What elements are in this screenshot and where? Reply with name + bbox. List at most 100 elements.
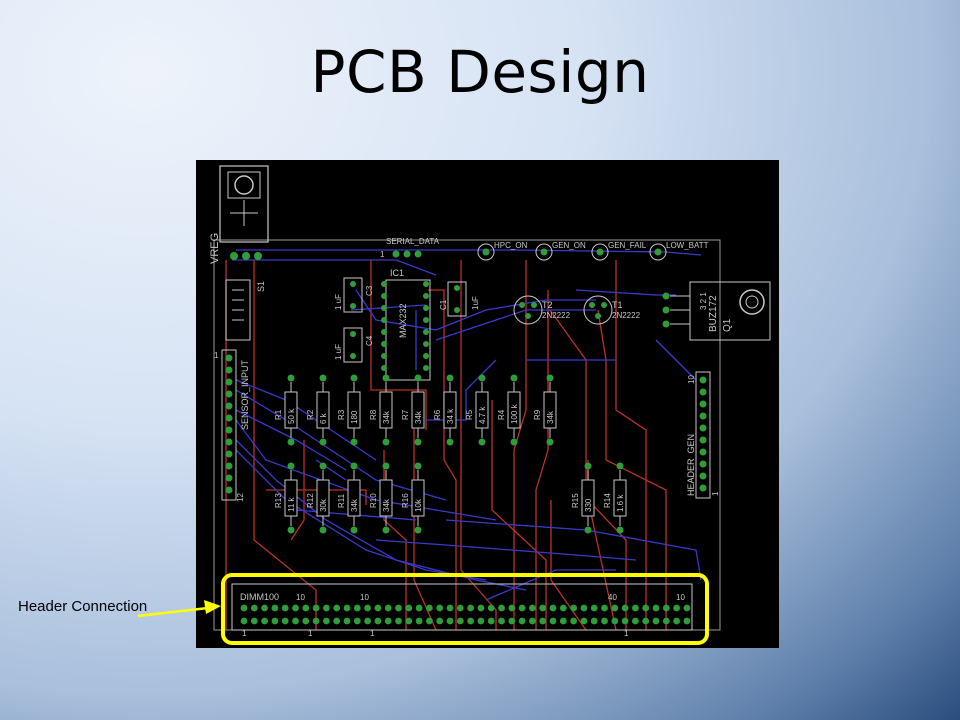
resistor-value: 34 k	[446, 408, 455, 424]
dimm-pin	[446, 604, 454, 612]
bottom-traces	[225, 260, 667, 631]
dimm-pin	[559, 604, 567, 612]
dimm-pin	[261, 617, 268, 625]
dimm-pin	[580, 617, 588, 625]
dimm-pin	[281, 604, 289, 612]
dimm-pin	[323, 604, 330, 612]
svg-text:2N2222: 2N2222	[612, 311, 641, 320]
dimm-pin	[642, 604, 650, 612]
svg-text:1: 1	[370, 629, 375, 638]
dimm-pin	[415, 604, 423, 612]
resistor-r14: 1.6 k R14	[603, 462, 627, 534]
dimm-pin	[611, 604, 619, 612]
svg-text:MAX232: MAX232	[398, 303, 408, 338]
dimm-pin	[662, 617, 670, 625]
dimm-pin	[446, 617, 454, 625]
resistor-value: 34k	[414, 410, 423, 424]
resistor-r1: 50 kR1	[274, 374, 298, 446]
resistor-value: 100 k	[510, 403, 519, 424]
svg-text:10: 10	[360, 593, 369, 602]
resistor-name: R3	[337, 409, 346, 420]
svg-text:C4: C4	[365, 335, 374, 346]
header-highlight-box	[221, 573, 709, 645]
dimm-pin	[384, 604, 392, 612]
svg-text:HPC_ON: HPC_ON	[494, 241, 528, 250]
svg-text:3 2 1: 3 2 1	[699, 292, 708, 310]
svg-text:2N2222: 2N2222	[542, 311, 571, 320]
dimm-pin	[343, 604, 351, 612]
dimm-pin	[323, 617, 330, 625]
svg-text:40: 40	[608, 593, 617, 602]
svg-text:DIMM100: DIMM100	[240, 592, 279, 602]
dimm-pin	[518, 617, 526, 625]
dimm-pin	[302, 617, 310, 625]
dimm-pin	[580, 604, 588, 612]
svg-text:C3: C3	[365, 285, 374, 296]
resistor-name: R12	[306, 493, 315, 508]
dimm-pin	[570, 617, 577, 625]
dimm-pin	[498, 604, 505, 612]
svg-text:1 uF: 1 uF	[334, 344, 343, 360]
s1-switch: S1	[225, 279, 266, 341]
resistor-value: 1.6 k	[616, 494, 625, 512]
resistor-name: R4	[497, 409, 506, 420]
dimm-pin	[539, 604, 547, 612]
resistor-name: R14	[603, 493, 612, 508]
dimm-pin	[426, 617, 433, 625]
svg-text:1: 1	[380, 250, 385, 259]
dimm-pin	[539, 617, 547, 625]
resistor-value: 34k	[382, 498, 391, 512]
svg-text:T2: T2	[542, 300, 553, 310]
dimm-pin	[415, 617, 423, 625]
dimm-pin	[364, 617, 371, 625]
resistor-value: 34k	[546, 410, 555, 424]
dimm-pin	[662, 604, 670, 612]
dimm100-connector: DIMM100 10 10 40 10 1 1 1 1	[231, 583, 693, 638]
pcb-layout: VREG S1 SENSOR_INPUT 1 12 SERIAL_DATA	[209, 165, 771, 645]
dimm-pin	[353, 604, 361, 612]
header-gen: HEADER_GEN 10 1	[686, 371, 720, 499]
resistor-value: 30k	[319, 498, 328, 512]
capacitor-c1: C1 1uF	[439, 281, 480, 317]
resistor-value: 11 k	[287, 496, 296, 512]
dimm-pin	[621, 617, 629, 625]
dimm-pin	[271, 604, 279, 612]
svg-text:GEN_ON: GEN_ON	[552, 241, 586, 250]
svg-text:T1: T1	[612, 300, 623, 310]
dimm-pin	[590, 604, 598, 612]
top-traces	[232, 249, 702, 601]
svg-text:HEADER_GEN: HEADER_GEN	[686, 434, 696, 496]
dimm-pin	[673, 617, 680, 625]
svg-text:C1: C1	[439, 299, 448, 310]
svg-text:1 uF: 1 uF	[334, 294, 343, 310]
dimm-pin	[611, 617, 619, 625]
dimm-pin	[487, 617, 495, 625]
svg-text:10: 10	[676, 593, 685, 602]
dimm-pin	[364, 604, 371, 612]
svg-text:Q1: Q1	[722, 318, 733, 332]
svg-text:1: 1	[242, 629, 247, 638]
dimm-pin	[529, 604, 536, 612]
dimm-pin	[374, 617, 382, 625]
dimm-pin	[250, 604, 258, 612]
dimm-pin	[601, 617, 608, 625]
resistor-name: R2	[306, 409, 315, 420]
resistor-value: 4.7 k	[478, 406, 487, 424]
board-outline	[213, 239, 721, 631]
dimm-pin	[384, 617, 392, 625]
resistor-value: 50 k	[287, 408, 296, 424]
resistor-value: 34k	[382, 410, 391, 424]
dimm-pin	[271, 617, 279, 625]
svg-text:1: 1	[308, 629, 313, 638]
resistor-r4: 100 k R4	[497, 374, 521, 446]
sensor-input-header: SENSOR_INPUT 1 12	[214, 349, 250, 502]
resistor-name: R5	[465, 409, 474, 420]
